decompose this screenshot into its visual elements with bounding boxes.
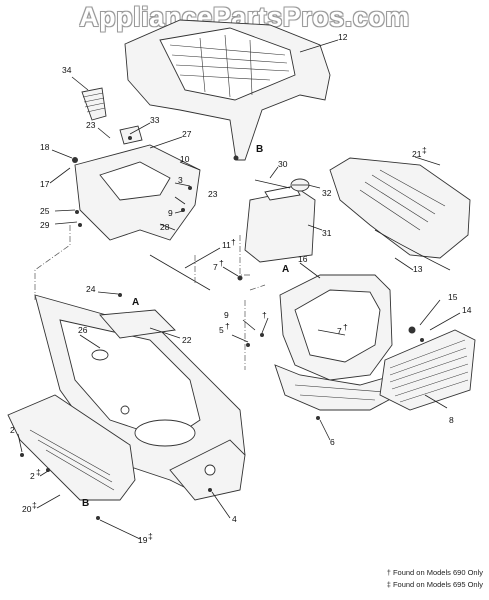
ref-b-top: B: [256, 144, 263, 155]
label-23: 23: [86, 120, 96, 130]
label-32: 32: [322, 188, 332, 198]
chassis-frame-part[interactable]: [34, 294, 246, 496]
label-9b: 9: [224, 310, 229, 320]
label-5-mark: †: [225, 321, 230, 331]
label-2b-mark: ‡: [36, 467, 41, 477]
label-16: 16: [298, 254, 308, 264]
label-8: 8: [449, 415, 454, 425]
label-27: 27: [182, 129, 192, 139]
label-5: 5: [219, 325, 224, 335]
label-21-mark: ‡: [422, 145, 427, 155]
label-20-mark: ‡: [32, 500, 37, 510]
label-14: 14: [462, 305, 472, 315]
label-31: 31: [322, 228, 332, 238]
label-26: 26: [78, 325, 88, 335]
label-15: 15: [448, 292, 458, 302]
label-29: 29: [40, 220, 50, 230]
label-30: 30: [278, 159, 288, 169]
label-17: 17: [40, 179, 50, 189]
fuel-cap-part[interactable]: [290, 178, 310, 192]
axle-bracket-part[interactable]: [169, 439, 246, 501]
label-4: 4: [232, 514, 237, 524]
label-3: 3: [178, 175, 183, 185]
label-22: 22: [182, 335, 192, 345]
label-25: 25: [40, 206, 50, 216]
fuel-tank-part[interactable]: [244, 179, 316, 263]
label-9: 9: [168, 208, 173, 218]
label-1: †: [262, 310, 267, 320]
ref-b-bottom: B: [82, 498, 89, 509]
label-7-mark: †: [219, 258, 224, 268]
part-labels: 12 34 33 23 27 18 17 25 29 10 3 23 9 28 …: [10, 32, 472, 545]
label-24: 24: [86, 284, 96, 294]
grille-insert-part[interactable]: [379, 329, 476, 411]
label-19-mark: ‡: [148, 531, 153, 541]
label-33: 33: [150, 115, 160, 125]
air-tube-part[interactable]: [81, 87, 107, 121]
label-11: 11: [222, 240, 231, 250]
label-2: 2: [10, 425, 15, 435]
fastener-group: [20, 136, 424, 520]
label-34: 34: [62, 65, 72, 75]
label-21: 21: [412, 149, 422, 159]
front-bracket-part[interactable]: [7, 394, 136, 501]
label-18: 18: [40, 142, 50, 152]
label-11-mark: †: [231, 237, 236, 247]
ref-a-tank: A: [282, 264, 289, 275]
label-28: 28: [160, 222, 170, 232]
label-19: 19: [138, 535, 148, 545]
side-panel-part[interactable]: [329, 157, 471, 259]
label-7: 7: [213, 262, 218, 272]
label-7b-mark: †: [343, 322, 348, 332]
footnote-695: ‡ Found on Models 695 Only: [386, 580, 483, 589]
label-12: 12: [338, 32, 348, 42]
dash-panel-part[interactable]: [74, 125, 201, 241]
label-10: 10: [180, 154, 190, 164]
ref-a-frame: A: [132, 297, 139, 308]
label-7b: 7: [337, 326, 342, 336]
label-6: 6: [330, 437, 335, 447]
hood-part[interactable]: [124, 19, 331, 161]
leader-lines: [17, 39, 461, 540]
front-bumper-part[interactable]: [274, 364, 399, 411]
label-23b: 23: [208, 189, 218, 199]
footnote-690: † Found on Models 690 Only: [386, 568, 483, 577]
label-20: 20: [22, 504, 32, 514]
grille-housing-part[interactable]: [279, 274, 393, 381]
label-13: 13: [413, 264, 423, 274]
label-2b: 2: [30, 471, 35, 481]
